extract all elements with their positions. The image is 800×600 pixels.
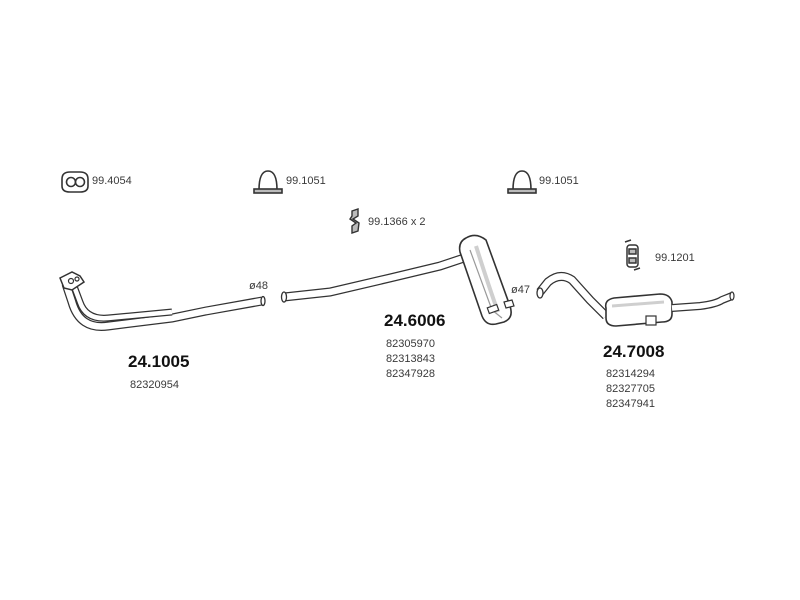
- oem-number: 82313843: [386, 353, 435, 365]
- gasket-icon: [61, 171, 89, 193]
- diameter-48-label: ø48: [249, 280, 268, 292]
- clamp-code-left: 99.1051: [286, 175, 326, 187]
- rear-silencer-24-7008: [536, 272, 735, 327]
- rubber-mount-code: 99.1201: [655, 252, 695, 264]
- hanger-code: 99.1366 x 2: [368, 216, 426, 228]
- oem-number: 82327705: [606, 383, 655, 395]
- oem-list-24-1005: 82320954: [130, 378, 179, 393]
- oem-number: 82314294: [606, 368, 655, 380]
- oem-number: 82347928: [386, 368, 435, 380]
- oem-list-24-7008: 82314294 82327705 82347941: [606, 367, 655, 412]
- part-number-24-6006: 24.6006: [384, 311, 446, 330]
- diameter-47-label: ø47: [511, 284, 530, 296]
- rubber-mount-icon: [624, 239, 641, 271]
- middle-silencer-24-6006: [280, 234, 515, 326]
- front-pipe-24-1005: [59, 271, 266, 331]
- part-number-24-7008: 24.7008: [603, 342, 665, 361]
- clamp-code-right: 99.1051: [539, 175, 579, 187]
- oem-number: 82347941: [606, 398, 655, 410]
- part-number-24-1005: 24.1005: [128, 352, 190, 371]
- clamp-icon: [253, 170, 283, 194]
- oem-list-24-6006: 82305970 82313843 82347928: [386, 337, 435, 382]
- oem-number: 82320954: [130, 379, 179, 391]
- oem-number: 82305970: [386, 338, 435, 350]
- clamp-icon: [507, 170, 537, 194]
- hanger-icon: [349, 208, 360, 234]
- gasket-code: 99.4054: [92, 175, 132, 187]
